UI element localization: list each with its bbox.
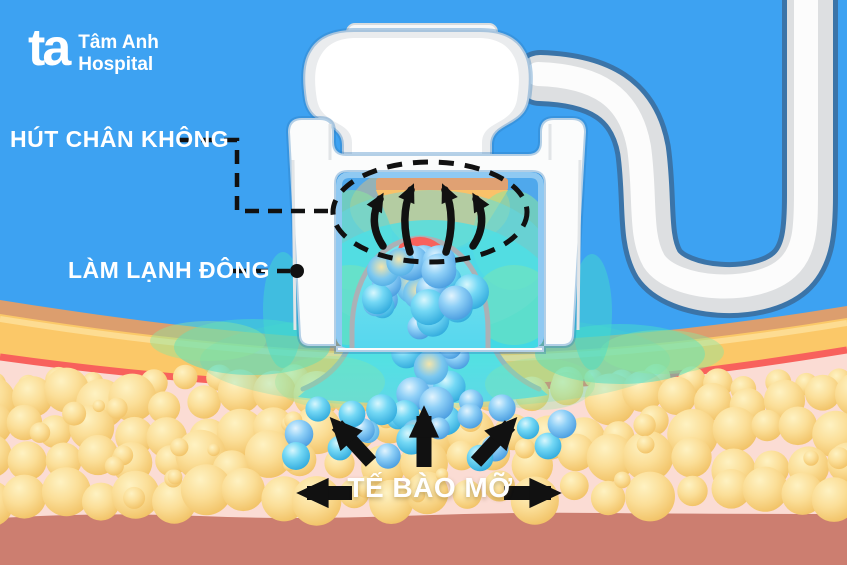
- cell-bubble: [305, 396, 331, 422]
- cell-bubble: [29, 422, 51, 443]
- up-left-arrow-icon: [329, 417, 377, 467]
- vacuum-zone-ellipse: [330, 159, 530, 265]
- cell-bubble: [803, 450, 819, 466]
- fat-cells-label: TẾ BÀO MỠ: [347, 472, 513, 503]
- freezing-connector-dot: [290, 264, 304, 278]
- suction-arrows: [366, 183, 490, 256]
- cell-bubble: [180, 464, 232, 516]
- cell-bubble: [742, 466, 788, 512]
- hospital-logo: ta Tâm Anh Hospital: [28, 18, 159, 78]
- cell-bubble: [62, 401, 87, 426]
- logo-mark: ta: [28, 19, 71, 77]
- cell-bubble: [167, 469, 183, 485]
- hospital-name-line1: Tâm Anh: [78, 32, 159, 53]
- cell-bubble: [282, 442, 310, 470]
- vacuum-label: HÚT CHÂN KHÔNG: [10, 126, 230, 152]
- cell-bubble: [81, 482, 120, 521]
- cell-bubble: [435, 468, 449, 481]
- cell-bubble: [2, 474, 47, 519]
- cell-bubble: [207, 443, 220, 457]
- suction-arrow-icon: [398, 183, 415, 256]
- cell-bubble: [712, 406, 758, 452]
- cell-bubble: [369, 479, 414, 524]
- cell-bubble: [41, 467, 91, 517]
- cell-bubble: [550, 371, 584, 406]
- cell-bubble: [438, 285, 473, 320]
- vacuum-hose: [512, 0, 838, 319]
- cell-bubble: [452, 479, 482, 509]
- cell-bubble: [123, 486, 146, 509]
- cell-bubble: [827, 447, 847, 470]
- cell-bubble: [244, 430, 293, 478]
- cell-bubble: [104, 456, 124, 476]
- cell-bubble: [514, 438, 535, 459]
- suction-arrow-icon: [441, 183, 458, 256]
- cell-bubble: [284, 419, 314, 449]
- up-right-arrow-icon: [470, 417, 518, 467]
- cell-bubble: [253, 370, 296, 414]
- cell-bubble: [633, 413, 656, 437]
- cell-bubble: [488, 394, 516, 422]
- cell-bubble: [366, 394, 398, 426]
- cell-bubble: [386, 248, 415, 276]
- cell-bubble: [410, 488, 426, 503]
- cell-bubble: [421, 253, 457, 289]
- cell-bubble: [547, 409, 577, 439]
- cell-bubble: [614, 471, 631, 489]
- cell-bubble: [375, 443, 401, 469]
- suction-arrow-icon: [469, 192, 490, 250]
- cell-bubble: [457, 403, 483, 429]
- cell-bubble: [413, 350, 449, 385]
- cell-bubble: [778, 406, 818, 446]
- suction-arrow-icon: [366, 192, 387, 250]
- cell-bubble: [410, 289, 447, 326]
- cell-bubble: [804, 374, 841, 411]
- cell-bubble: [221, 467, 265, 512]
- cell-bubble: [217, 369, 262, 414]
- cell-bubble: [811, 477, 847, 522]
- cell-bubble: [170, 438, 189, 457]
- cell-bubble: [7, 441, 47, 481]
- cell-bubble: [625, 471, 675, 522]
- muscle-layer: [0, 512, 847, 565]
- cell-bubble: [677, 475, 708, 507]
- frozen-cells-in-window: [361, 245, 490, 340]
- cell-bubble: [534, 432, 562, 460]
- cell-bubble: [361, 283, 393, 315]
- cell-bubble: [354, 476, 377, 498]
- vacuum-connector-line: [178, 137, 332, 214]
- cell-bubble: [834, 374, 847, 415]
- cell-bubble: [559, 471, 589, 501]
- hospital-name-line2: Hospital: [78, 54, 154, 75]
- cell-bubble: [751, 409, 783, 442]
- annotation-overlay: [178, 137, 530, 278]
- cell-bubble: [187, 385, 221, 419]
- cell-bubble: [711, 469, 752, 509]
- cell-bubble: [92, 399, 106, 413]
- cell-bubble: [636, 435, 655, 454]
- cell-bubble: [671, 437, 712, 478]
- applicator-head: [301, 23, 533, 181]
- fat-cell-direction-arrows: [296, 405, 562, 509]
- cell-bubble: [516, 416, 540, 440]
- cell-bubble: [557, 433, 595, 472]
- logo-text: Tâm Anh Hospital: [78, 32, 159, 76]
- cell-bubble: [622, 430, 674, 482]
- cell-bubble: [405, 471, 449, 515]
- cell-bubble: [148, 391, 181, 424]
- cell-bubble: [172, 364, 198, 390]
- window-lining: [336, 172, 544, 348]
- cell-bubble: [590, 480, 626, 516]
- freezing-label: LÀM LẠNH ĐÔNG: [68, 257, 270, 283]
- cell-bubble: [419, 386, 454, 422]
- cell-bubble: [106, 397, 128, 419]
- cell-bubble: [586, 433, 635, 482]
- cell-bubble: [657, 376, 697, 416]
- applicator-cup: [285, 116, 589, 354]
